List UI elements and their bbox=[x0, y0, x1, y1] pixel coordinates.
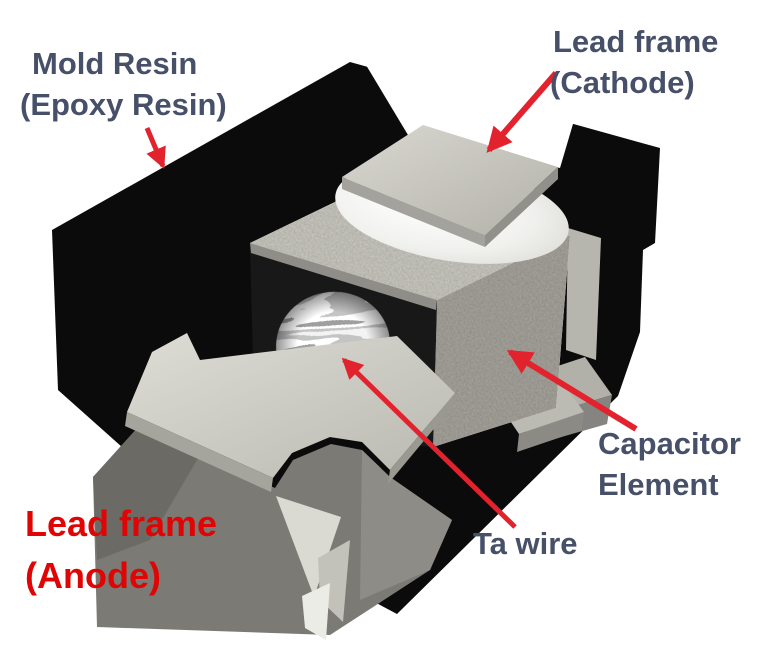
cathode-plate-right-edge bbox=[485, 167, 558, 247]
capacitor-element-label-line1: Capacitor bbox=[598, 426, 741, 461]
capacitor-element-label: Capacitor Element bbox=[598, 424, 741, 506]
cathode-label-line1: Lead frame bbox=[553, 24, 719, 59]
anode-block-notch bbox=[276, 496, 341, 597]
capacitor-element-label-line2: Element bbox=[598, 466, 719, 502]
capacitor-element-arrow bbox=[506, 349, 638, 432]
anode-plate-top bbox=[127, 333, 455, 478]
mold-resin-arrow bbox=[144, 127, 166, 169]
cathode-label-line2: (Cathode) bbox=[550, 64, 695, 100]
mold-resin-cut-gap bbox=[366, 65, 578, 168]
cathode-arrow bbox=[486, 71, 559, 153]
anode-label-line2: (Anode) bbox=[25, 555, 161, 597]
anode-plate-front-edge bbox=[125, 412, 273, 492]
mold-resin-label-line1: Mold Resin bbox=[32, 46, 198, 81]
cathode-plate-left-edge bbox=[342, 177, 485, 247]
mold-resin-label: Mold Resin (Epoxy Resin) bbox=[20, 44, 227, 126]
capacitor-front-edge-strip bbox=[250, 243, 437, 310]
lead-tab-front bbox=[517, 412, 584, 452]
capacitor-right-face bbox=[433, 235, 570, 447]
ta-wire-arrow bbox=[341, 357, 517, 529]
cathode-label: Lead frame (Cathode) bbox=[550, 22, 719, 104]
anode-block-right-facet bbox=[360, 450, 452, 600]
cathode-lead-inner-wall bbox=[566, 228, 601, 360]
anode-label-line1: Lead frame bbox=[25, 503, 218, 544]
mold-resin-label-line2: (Epoxy Resin) bbox=[20, 86, 227, 122]
anode-block-notch-sliver bbox=[302, 583, 330, 640]
anode-block-left-facet bbox=[93, 425, 200, 560]
anode-label: Lead frame (Anode) bbox=[25, 498, 217, 602]
ta-wire-label: Ta wire bbox=[473, 526, 578, 561]
